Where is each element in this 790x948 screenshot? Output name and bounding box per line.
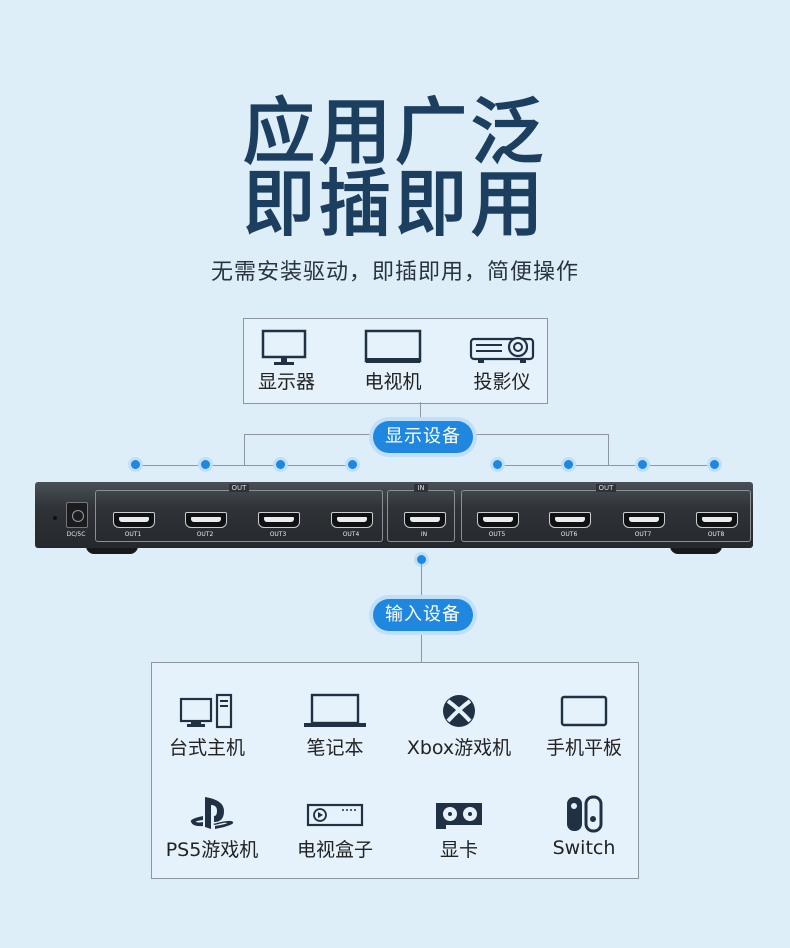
screw <box>53 516 57 520</box>
input-item-label: 台式主机 <box>168 737 245 759</box>
port-label: OUT5 <box>488 531 506 538</box>
display-item-monitor: 显示器 <box>258 329 316 394</box>
graphics-card-icon <box>436 803 482 829</box>
hdmi-port-out4 <box>331 512 373 528</box>
input-item-label: Switch <box>552 837 616 859</box>
desktop-pc-icon <box>179 693 233 729</box>
hdmi-splitter-device: DC/5C OUT IN OUT OUT1 OUT2 OUT3 OUT4 IN … <box>35 482 753 548</box>
port-dot <box>493 460 502 469</box>
input-item-gpu: 显卡 <box>418 795 500 862</box>
port-dot <box>131 460 140 469</box>
display-item-label: 显示器 <box>258 371 316 393</box>
tv-icon <box>364 329 422 363</box>
tv-box-icon <box>306 803 364 827</box>
input-item-label: PS5游戏机 <box>165 839 259 861</box>
display-item-projector: 投影仪 <box>468 329 536 394</box>
input-item-desktop: 台式主机 <box>160 693 254 760</box>
tablet-icon <box>560 695 608 727</box>
hdmi-port-out2 <box>185 512 227 528</box>
port-label: OUT2 <box>196 531 214 538</box>
input-item-laptop: 笔记本 <box>292 693 378 760</box>
in-group: IN <box>387 484 455 542</box>
power-label: DC/5C <box>66 531 86 538</box>
port-dot <box>276 460 285 469</box>
laptop-icon <box>304 693 366 727</box>
port-label: OUT4 <box>342 531 360 538</box>
in-group-label: IN <box>414 484 428 492</box>
port-dot <box>348 460 357 469</box>
out-group-label: OUT <box>228 484 250 492</box>
input-item-switch: Switch <box>540 795 628 859</box>
hdmi-port-out7 <box>623 512 665 528</box>
device-foot <box>86 546 138 554</box>
port-label: OUT8 <box>707 531 725 538</box>
port-label: OUT3 <box>269 531 287 538</box>
port-label: OUT1 <box>124 531 142 538</box>
title-line-1: 应用广泛 <box>242 90 547 174</box>
hdmi-port-in <box>404 512 446 528</box>
title-line-2: 即插即用 <box>242 162 547 246</box>
hdmi-port-out8 <box>696 512 738 528</box>
port-dot <box>564 460 573 469</box>
projector-icon <box>469 336 535 363</box>
port-dot <box>710 460 719 469</box>
port-label: IN <box>420 531 428 538</box>
input-item-tablet: 手机平板 <box>536 693 632 760</box>
display-item-tv: 电视机 <box>362 329 424 394</box>
xbox-icon <box>443 695 475 727</box>
monitor-icon <box>261 329 307 365</box>
connector-line <box>136 465 354 466</box>
hdmi-port-out3 <box>258 512 300 528</box>
input-devices-tag: 输入设备 <box>373 599 473 631</box>
connector-line <box>498 465 716 466</box>
input-item-ps5: PS5游戏机 <box>160 795 264 862</box>
input-item-xbox: Xbox游戏机 <box>400 693 518 760</box>
port-label: OUT6 <box>560 531 578 538</box>
switch-console-icon <box>567 795 603 833</box>
device-foot <box>670 546 722 554</box>
port-label: OUT7 <box>634 531 652 538</box>
input-item-label: 显卡 <box>439 839 478 861</box>
out-group-left: OUT <box>95 484 383 542</box>
connector-line <box>244 434 245 465</box>
input-port-dot <box>417 555 426 564</box>
display-item-label: 电视机 <box>364 371 422 393</box>
connector-line <box>420 402 421 424</box>
input-item-label: Xbox游戏机 <box>406 737 512 759</box>
hdmi-port-out6 <box>549 512 591 528</box>
connector-line <box>608 434 609 465</box>
input-item-label: 手机平板 <box>545 737 622 759</box>
hdmi-port-out1 <box>113 512 155 528</box>
subtitle: 无需安装驱动，即插即用，简便操作 <box>210 260 579 285</box>
display-item-label: 投影仪 <box>473 371 531 393</box>
display-devices-box: 显示器 电视机 投影仪 <box>243 318 548 404</box>
connector-line <box>244 434 374 435</box>
input-devices-box: 台式主机 笔记本 Xbox游戏机 手机平板 PS5游戏机 电视盒子 显卡 Swi… <box>151 662 639 879</box>
connector-line <box>472 434 608 435</box>
display-devices-tag: 显示设备 <box>373 421 473 453</box>
power-port <box>66 502 88 528</box>
port-dot <box>638 460 647 469</box>
input-item-tvbox: 电视盒子 <box>292 795 378 862</box>
playstation-icon <box>190 797 234 829</box>
input-item-label: 笔记本 <box>306 737 364 759</box>
port-dot <box>201 460 210 469</box>
out-group-label: OUT <box>595 484 617 492</box>
hdmi-port-out5 <box>477 512 519 528</box>
out-group-right: OUT <box>461 484 751 542</box>
input-item-label: 电视盒子 <box>296 839 373 861</box>
